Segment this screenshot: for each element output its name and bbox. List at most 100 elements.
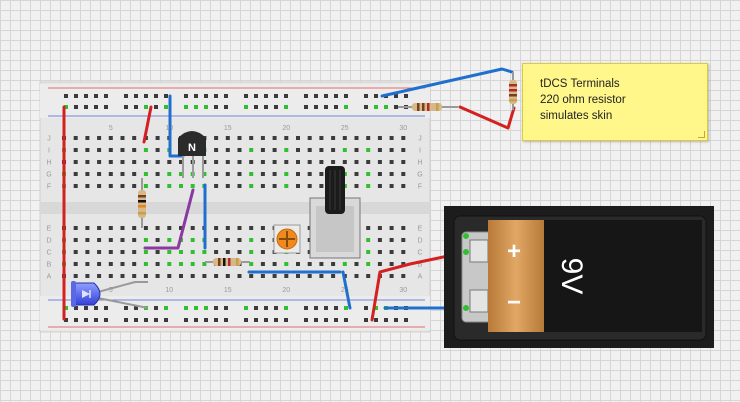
breadboard-hole bbox=[194, 105, 198, 109]
breadboard-hole bbox=[164, 94, 168, 98]
breadboard-hole bbox=[254, 105, 258, 109]
breadboard-hole bbox=[334, 105, 338, 109]
breadboard-hole bbox=[144, 318, 148, 322]
breadboard-hole bbox=[377, 238, 382, 242]
breadboard-hole bbox=[296, 274, 300, 278]
breadboard-hole bbox=[85, 160, 90, 164]
breadboard-hole bbox=[184, 94, 188, 98]
breadboard-hole bbox=[296, 172, 300, 176]
column-label: 5 bbox=[109, 125, 113, 132]
resistor-band bbox=[509, 84, 517, 87]
breadboard-hole bbox=[366, 184, 371, 188]
breadboard-hole bbox=[272, 160, 277, 164]
breadboard-hole bbox=[190, 250, 195, 254]
trimmer-potentiometer bbox=[273, 224, 301, 254]
breadboard-hole bbox=[154, 318, 158, 322]
breadboard-hole bbox=[274, 105, 278, 109]
breadboard-hole bbox=[389, 184, 394, 188]
breadboard-hole bbox=[179, 172, 183, 176]
breadboard-hole bbox=[389, 274, 394, 278]
breadboard-hole bbox=[296, 136, 300, 140]
breadboard-hole bbox=[389, 172, 394, 176]
note-resize-corner[interactable] bbox=[698, 131, 705, 138]
led-rim bbox=[71, 281, 76, 307]
breadboard-hole bbox=[214, 306, 218, 310]
breadboard-hole bbox=[244, 94, 248, 98]
resistor-band bbox=[427, 103, 430, 111]
breadboard-hole bbox=[225, 172, 230, 176]
breadboard-hole bbox=[331, 148, 336, 152]
breadboard-hole bbox=[401, 148, 406, 152]
breadboard-hole bbox=[344, 105, 348, 109]
breadboard-hole bbox=[108, 262, 113, 266]
breadboard-hole bbox=[319, 160, 324, 164]
breadboard-hole bbox=[190, 184, 195, 188]
note-line-2: 220 ohm resistor bbox=[540, 94, 626, 106]
breadboard-hole bbox=[244, 306, 248, 310]
breadboard-hole bbox=[307, 160, 312, 164]
breadboard-hole bbox=[249, 226, 254, 230]
breadboard-hole bbox=[190, 274, 195, 278]
breadboard-hole bbox=[97, 136, 102, 140]
breadboard-hole bbox=[134, 94, 138, 98]
breadboard-hole bbox=[304, 94, 308, 98]
breadboard-hole bbox=[154, 306, 158, 310]
breadboard-hole bbox=[214, 250, 219, 254]
breadboard-hole bbox=[394, 318, 398, 322]
breadboard-hole bbox=[389, 226, 394, 230]
red-wire-top bbox=[142, 105, 153, 144]
breadboard-hole bbox=[132, 160, 137, 164]
breadboard-hole bbox=[366, 238, 371, 242]
breadboard-hole bbox=[272, 172, 277, 176]
breadboard-hole bbox=[366, 160, 371, 164]
breadboard-hole bbox=[132, 238, 137, 242]
breadboard-hole bbox=[344, 94, 348, 98]
breadboard-hole bbox=[354, 148, 359, 152]
breadboard-hole bbox=[64, 94, 68, 98]
breadboard-hole bbox=[124, 105, 128, 109]
breadboard-hole bbox=[85, 136, 90, 140]
center-channel bbox=[40, 202, 430, 214]
breadboard-hole bbox=[108, 274, 113, 278]
breadboard-hole bbox=[389, 250, 394, 254]
breadboard-hole bbox=[342, 136, 347, 140]
breadboard-hole bbox=[225, 226, 230, 230]
breadboard-hole bbox=[214, 226, 219, 230]
breadboard-hole bbox=[154, 94, 158, 98]
breadboard-hole bbox=[401, 160, 406, 164]
breadboard-hole bbox=[284, 94, 288, 98]
breadboard-hole bbox=[304, 105, 308, 109]
breadboard-hole bbox=[404, 318, 408, 322]
breadboard-hole bbox=[84, 94, 88, 98]
breadboard-hole bbox=[307, 136, 312, 140]
breadboard-hole bbox=[143, 172, 148, 176]
breadboard-hole bbox=[85, 184, 90, 188]
breadboard-hole bbox=[104, 306, 108, 310]
breadboard-hole bbox=[324, 318, 328, 322]
breadboard-hole bbox=[284, 172, 289, 176]
row-label: F bbox=[47, 184, 51, 191]
breadboard-hole bbox=[237, 148, 242, 152]
breadboard-hole bbox=[85, 172, 90, 176]
breadboard-hole bbox=[344, 306, 348, 310]
purple-wire bbox=[143, 188, 195, 250]
breadboard-hole bbox=[155, 238, 160, 242]
breadboard-hole bbox=[73, 172, 78, 176]
breadboard-hole bbox=[202, 274, 207, 278]
breadboard-hole bbox=[108, 238, 113, 242]
bottom-power-rail bbox=[40, 296, 430, 330]
breadboard-hole bbox=[224, 105, 228, 109]
breadboard-hole bbox=[143, 160, 148, 164]
breadboard-hole bbox=[214, 105, 218, 109]
breadboard-hole bbox=[384, 318, 388, 322]
breadboard-hole bbox=[331, 262, 336, 266]
breadboard-hole bbox=[296, 148, 300, 152]
breadboard-hole bbox=[164, 318, 168, 322]
breadboard-hole bbox=[120, 136, 125, 140]
breadboard-hole bbox=[296, 160, 300, 164]
breadboard-hole bbox=[108, 184, 113, 188]
breadboard-hole bbox=[97, 184, 102, 188]
breadboard-hole bbox=[73, 160, 78, 164]
resistor-band bbox=[138, 195, 146, 198]
breadboard-hole bbox=[324, 94, 328, 98]
